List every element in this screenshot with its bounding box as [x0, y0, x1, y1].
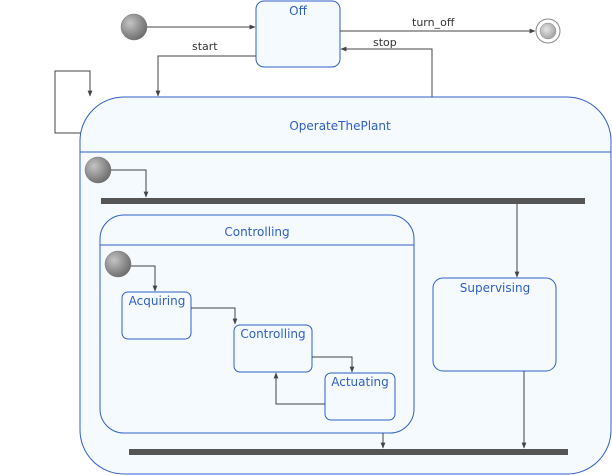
label-start: start [192, 40, 218, 53]
edge-initial-to-acquiring [131, 265, 158, 292]
edge-acquiring-to-controlling [191, 307, 238, 325]
join-bar [129, 449, 568, 455]
state-operate-label: OperateThePlant [289, 119, 391, 133]
fork-bar [101, 198, 585, 204]
state-supervising-label: Supervising [460, 281, 530, 295]
initial-state-controlling [104, 250, 132, 278]
state-controlling-inner-label: Controlling [240, 327, 305, 341]
final-state [535, 18, 561, 44]
label-turn-off: turn_off [412, 16, 455, 29]
label-stop: stop [373, 36, 397, 49]
state-actuating[interactable] [324, 372, 396, 421]
edge-actuating-to-controlling [273, 372, 325, 405]
state-supervising[interactable] [432, 277, 557, 372]
state-controlling-region-label: Controlling [224, 225, 289, 239]
edge-self-loop [54, 70, 93, 134]
state-off[interactable] [255, 0, 341, 68]
state-controlling-inner[interactable] [233, 324, 313, 373]
edge-start [155, 55, 256, 97]
edge-stop [340, 46, 433, 97]
state-acquiring-label: Acquiring [129, 294, 186, 308]
state-off-label: Off [289, 4, 307, 18]
state-acquiring[interactable] [121, 291, 192, 340]
initial-state-top [120, 13, 148, 41]
edge-initial-to-fork [111, 169, 149, 198]
initial-state-operate [84, 156, 112, 184]
edge-controlling-to-actuating [312, 356, 355, 373]
state-actuating-label: Actuating [331, 375, 389, 389]
